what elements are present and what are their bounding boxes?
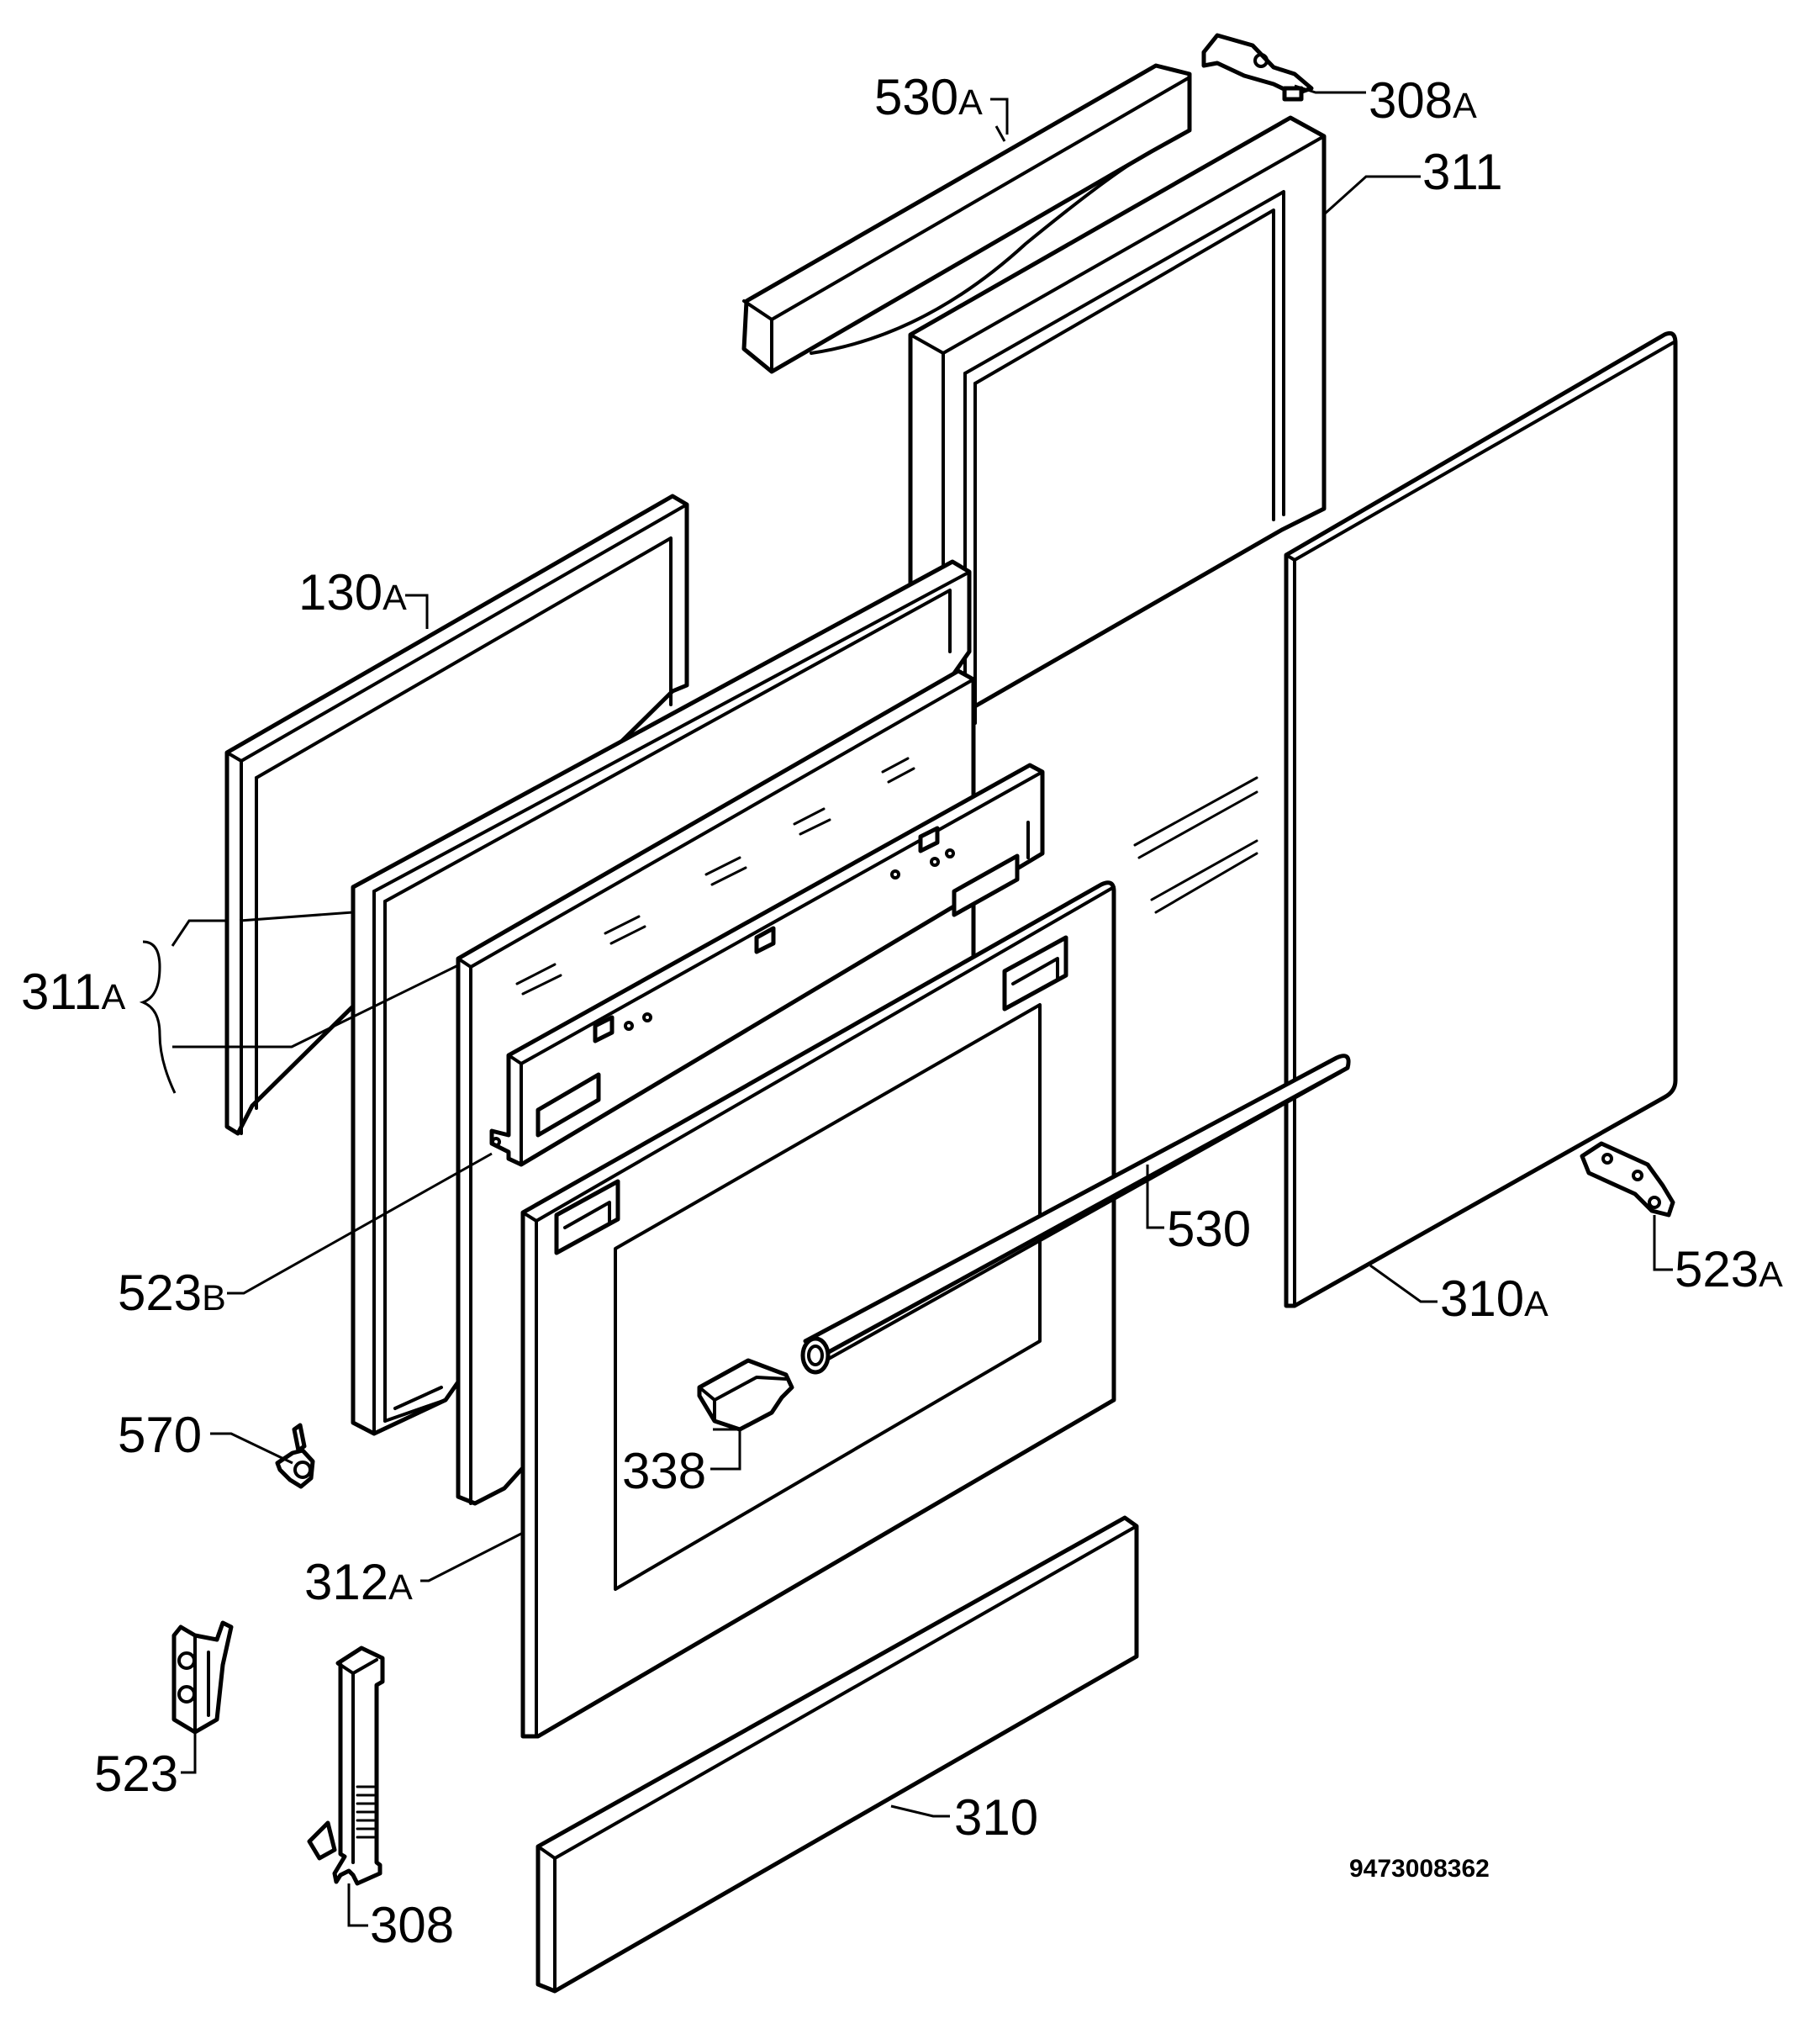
label-523A: 523A xyxy=(1675,1241,1783,1297)
part-311-frame xyxy=(908,115,1327,726)
label-570: 570 xyxy=(118,1407,202,1463)
label-523: 523 xyxy=(94,1746,178,1802)
label-530A: 530A xyxy=(874,69,983,125)
part-338-handle-endcap xyxy=(697,1358,794,1432)
document-number: 9473008362 xyxy=(1349,1855,1490,1883)
label-311A: 311A xyxy=(21,964,126,1020)
part-530A-top-trim xyxy=(741,63,1192,374)
label-311: 311 xyxy=(1422,144,1503,200)
label-310A: 310A xyxy=(1440,1270,1548,1327)
label-308: 308 xyxy=(370,1897,454,1953)
label-308A: 308A xyxy=(1369,72,1477,129)
part-312A-outer-door xyxy=(520,880,1116,1739)
label-312A: 312A xyxy=(304,1554,413,1610)
callout-labels: 530A 308A 311 130A 311A 530 523A 310A 52… xyxy=(21,69,1783,1953)
part-308-lower-hinge xyxy=(307,1646,385,1886)
part-570-screw xyxy=(275,1423,315,1489)
part-523B-inner-bracket xyxy=(489,763,1045,1167)
part-523A-lower-hinge xyxy=(1580,1141,1675,1218)
part-530-handle-bar xyxy=(800,1054,1351,1375)
part-310A-side-panel xyxy=(1284,330,1678,1308)
label-130A: 130A xyxy=(298,564,407,621)
part-310-bottom-strip xyxy=(535,1515,1139,1994)
label-310: 310 xyxy=(954,1789,1038,1846)
label-530: 530 xyxy=(1167,1201,1251,1257)
part-130A-door-seal xyxy=(224,494,689,1136)
part-308A-top-hinge xyxy=(1201,33,1314,102)
part-523-hinge-plate xyxy=(171,1620,234,1735)
glass-reflection-marks xyxy=(1133,776,1258,914)
label-523B: 523B xyxy=(118,1265,226,1321)
label-338: 338 xyxy=(622,1443,706,1499)
leader-lines xyxy=(139,84,1673,1927)
